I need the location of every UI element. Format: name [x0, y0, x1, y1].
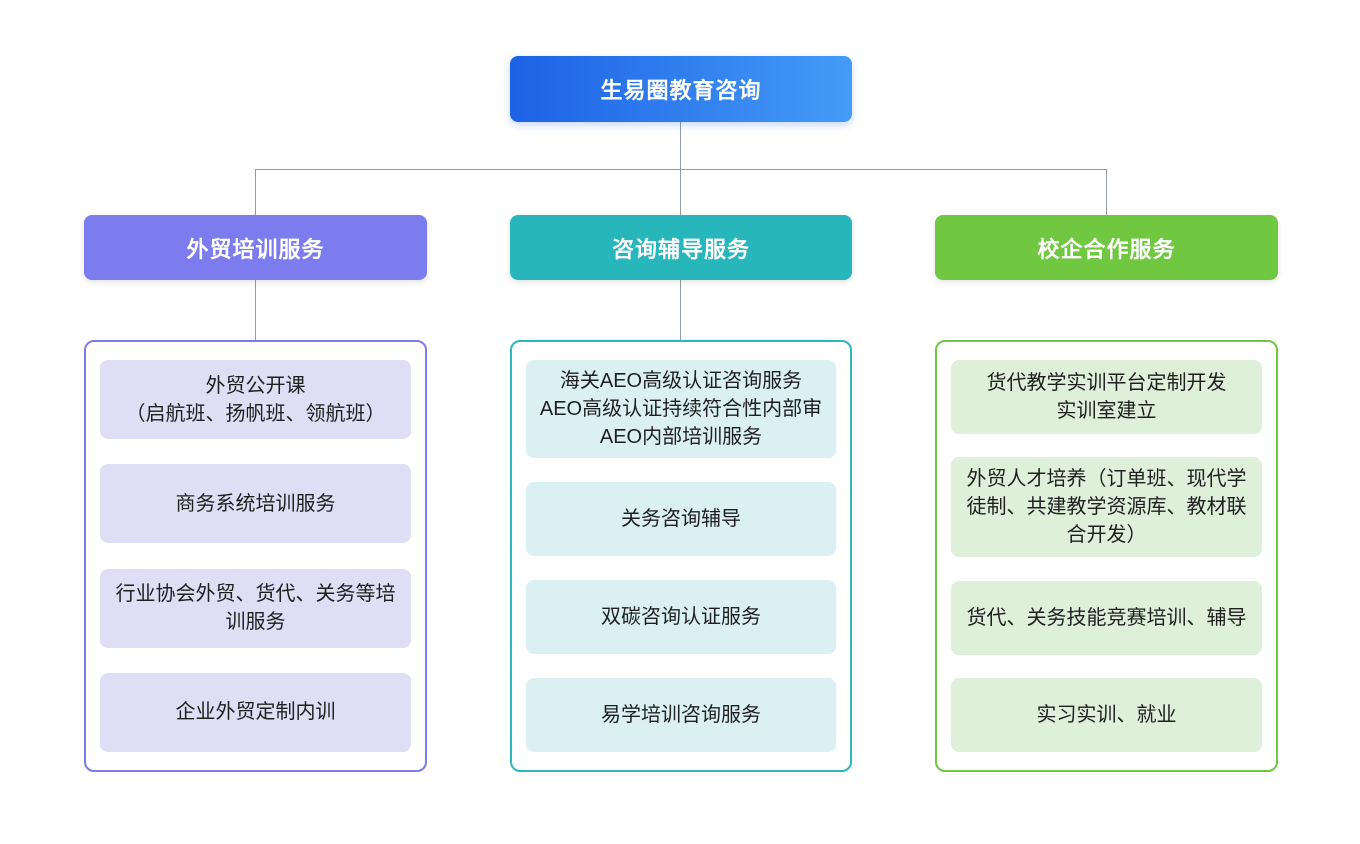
list-item-label: 双碳咨询认证服务 — [601, 606, 761, 628]
list-item: 货代、关务技能竞赛培训、辅导 — [951, 580, 1262, 655]
branch-list-consulting: 海关AEO高级认证咨询服务 AEO高级认证持续符合性内部审 AEO内部培训服务 … — [510, 340, 852, 772]
branch-header-label: 咨询辅导服务 — [611, 236, 750, 262]
list-item-label: 海关AEO高级认证咨询服务 — [559, 370, 803, 392]
list-item-label: AEO内部培训服务 — [599, 426, 763, 448]
list-item: 易学培训咨询服务 — [526, 678, 836, 752]
list-item: 行业协会外贸、货代、关务等培训服务 — [100, 568, 411, 648]
connector-branch1-drop — [255, 169, 256, 215]
list-item-label: （启航班、扬帆班、领航班） — [125, 402, 386, 425]
branch-header-trade-training: 外贸培训服务 — [84, 215, 427, 280]
list-item-label: AEO高级认证持续符合性内部审 — [539, 398, 823, 420]
list-item: 海关AEO高级认证咨询服务 AEO高级认证持续符合性内部审 AEO内部培训服务 — [526, 360, 836, 458]
list-item: 双碳咨询认证服务 — [526, 580, 836, 654]
list-item-label: 易学培训咨询服务 — [601, 704, 761, 726]
branch-header-school-enterprise: 校企合作服务 — [935, 215, 1278, 280]
list-item-label: 实习实训、就业 — [1036, 703, 1177, 726]
connector-header1-to-list — [255, 280, 256, 340]
branch-list-school-enterprise: 货代教学实训平台定制开发 实训室建立 外贸人才培养（订单班、现代学徒制、共建教学… — [935, 340, 1278, 772]
branch-header-label: 外贸培训服务 — [186, 236, 325, 262]
list-item-label: 外贸公开课 — [205, 374, 306, 397]
list-item: 外贸公开课 （启航班、扬帆班、领航班） — [100, 360, 411, 439]
list-item-label: 实训室建立 — [1056, 400, 1157, 422]
list-item: 实习实训、就业 — [951, 677, 1262, 752]
list-item: 企业外贸定制内训 — [100, 672, 411, 752]
list-item-label: 货代教学实训平台定制开发 — [986, 372, 1227, 394]
list-item-label: 商务系统培训服务 — [175, 492, 336, 515]
connector-root-drop — [680, 122, 681, 169]
list-item: 商务系统培训服务 — [100, 464, 411, 544]
list-item: 关务咨询辅导 — [526, 482, 836, 556]
branch-header-consulting: 咨询辅导服务 — [510, 215, 852, 280]
list-item: 货代教学实训平台定制开发 实训室建立 — [951, 360, 1262, 434]
list-item-label: 企业外贸定制内训 — [175, 701, 336, 724]
connector-horizontal — [255, 169, 1107, 170]
connector-branch2-drop — [680, 169, 681, 215]
list-item-label: 外贸人才培养（订单班、现代学徒制、共建教学资源库、教材联合开发） — [966, 468, 1247, 547]
branch-list-trade-training: 外贸公开课 （启航班、扬帆班、领航班） 商务系统培训服务 行业协会外贸、货代、关… — [84, 340, 427, 772]
list-item-label: 行业协会外贸、货代、关务等培训服务 — [115, 583, 396, 634]
branch-header-label: 校企合作服务 — [1037, 236, 1176, 262]
root-node: 生易圈教育咨询 — [510, 56, 852, 122]
list-item-label: 关务咨询辅导 — [621, 508, 741, 530]
connector-header2-to-list — [680, 280, 681, 340]
list-item-label: 货代、关务技能竞赛培训、辅导 — [966, 606, 1247, 629]
root-node-label: 生易圈教育咨询 — [600, 78, 762, 103]
list-item: 外贸人才培养（订单班、现代学徒制、共建教学资源库、教材联合开发） — [951, 457, 1262, 558]
connector-branch3-drop — [1106, 169, 1107, 215]
